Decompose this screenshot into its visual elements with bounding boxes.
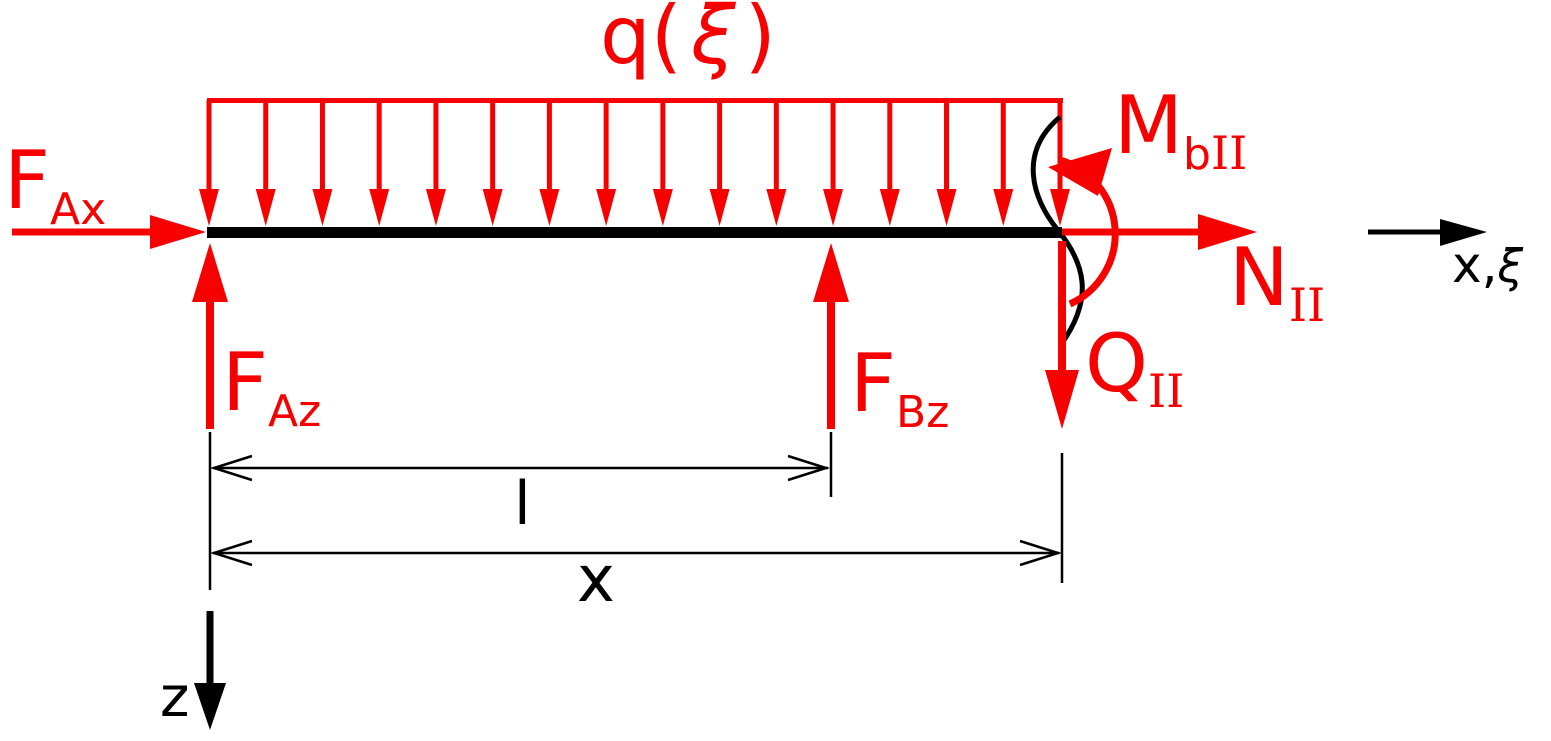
label-f-ax-sub: Ax	[50, 184, 107, 235]
load-top-line	[207, 98, 1063, 103]
label-q-ii: QII	[1085, 324, 1184, 415]
label-x-axis: x,ξ	[1452, 240, 1523, 290]
load-arrow-head	[823, 189, 844, 226]
force-arrow-faz	[192, 243, 228, 429]
load-arrow-head	[993, 189, 1014, 226]
beam	[207, 227, 1062, 238]
label-q-suffix: )	[744, 0, 776, 82]
force-arrow-fbz-head	[813, 243, 849, 302]
label-dimension-l: l	[514, 469, 531, 539]
label-q-ii-sub: II	[1147, 364, 1185, 418]
label-q-prefix: q(	[600, 0, 682, 82]
load-arrow-head	[199, 189, 219, 226]
dimension-x-arrowhead-right	[1019, 539, 1063, 567]
label-m-bii-sub-b: b	[1183, 129, 1211, 180]
distributed-load	[199, 98, 1070, 226]
force-arrow-fbz	[813, 243, 849, 429]
distributed-load-arrows	[199, 100, 1070, 226]
load-arrow-head	[482, 189, 503, 226]
force-arrow-qii-head	[1045, 370, 1079, 429]
load-arrow-head	[312, 189, 333, 226]
load-arrow-head	[879, 189, 900, 226]
label-q-xi: ξ	[691, 0, 736, 82]
force-arrow-nii	[1062, 214, 1257, 250]
load-arrow-head	[369, 189, 390, 226]
label-n-ii-main: N	[1229, 231, 1289, 324]
force-arrow-qii	[1045, 241, 1079, 429]
dimension-x-arrowhead-left	[209, 539, 253, 567]
label-f-bz-main: F	[850, 337, 897, 430]
dimension-l-arrowhead-right	[787, 454, 831, 482]
load-arrow-head	[652, 189, 673, 226]
force-arrow-nii-head	[1198, 214, 1257, 250]
label-f-az: FAz	[222, 343, 321, 434]
dimension-extension-lines	[208, 432, 1064, 590]
load-arrow-head	[425, 189, 446, 226]
x-axis-arrow	[1368, 219, 1487, 246]
load-arrow-head	[539, 189, 560, 226]
label-f-bz-sub: Bz	[896, 387, 950, 438]
label-n-ii-sub: II	[1288, 278, 1326, 332]
z-axis-head	[194, 683, 226, 730]
label-m-bii: MbII	[1114, 86, 1247, 177]
load-arrow-head	[596, 189, 617, 226]
dimension-l-arrowhead-left	[209, 454, 253, 482]
label-distributed-load: q(ξ)	[600, 0, 776, 76]
label-f-az-main: F	[222, 336, 269, 429]
load-arrow-head	[936, 189, 957, 226]
force-arrow-fax	[12, 215, 206, 249]
label-n-ii: NII	[1229, 238, 1325, 329]
load-arrow-head	[709, 189, 730, 226]
dimension-line-l	[209, 454, 831, 482]
section-cut-curve	[1030, 115, 1085, 345]
label-f-ax-main: F	[4, 134, 51, 227]
x-axis-head	[1440, 219, 1487, 246]
label-m-bii-main: M	[1114, 79, 1184, 172]
label-f-ax: FAx	[4, 141, 106, 232]
label-q-ii-main: Q	[1085, 317, 1148, 410]
load-arrow-head	[766, 189, 787, 226]
label-f-bz: FBz	[850, 344, 949, 435]
z-axis-arrow	[194, 611, 226, 730]
force-arrow-fax-head	[150, 215, 206, 249]
moment-arrow-mbii-head	[1048, 148, 1112, 196]
label-dimension-x: x	[577, 543, 615, 617]
label-z-axis: z	[160, 665, 190, 730]
load-arrow-head	[1050, 189, 1070, 226]
label-x-axis-prefix: x,	[1452, 236, 1498, 294]
dimension-line-x	[209, 539, 1063, 567]
label-m-bii-sub-ii: II	[1210, 126, 1248, 180]
label-x-axis-xi: ξ	[1497, 239, 1524, 293]
force-arrow-faz-head	[192, 243, 228, 302]
load-arrow-head	[255, 189, 276, 226]
label-f-az-sub: Az	[268, 386, 322, 437]
